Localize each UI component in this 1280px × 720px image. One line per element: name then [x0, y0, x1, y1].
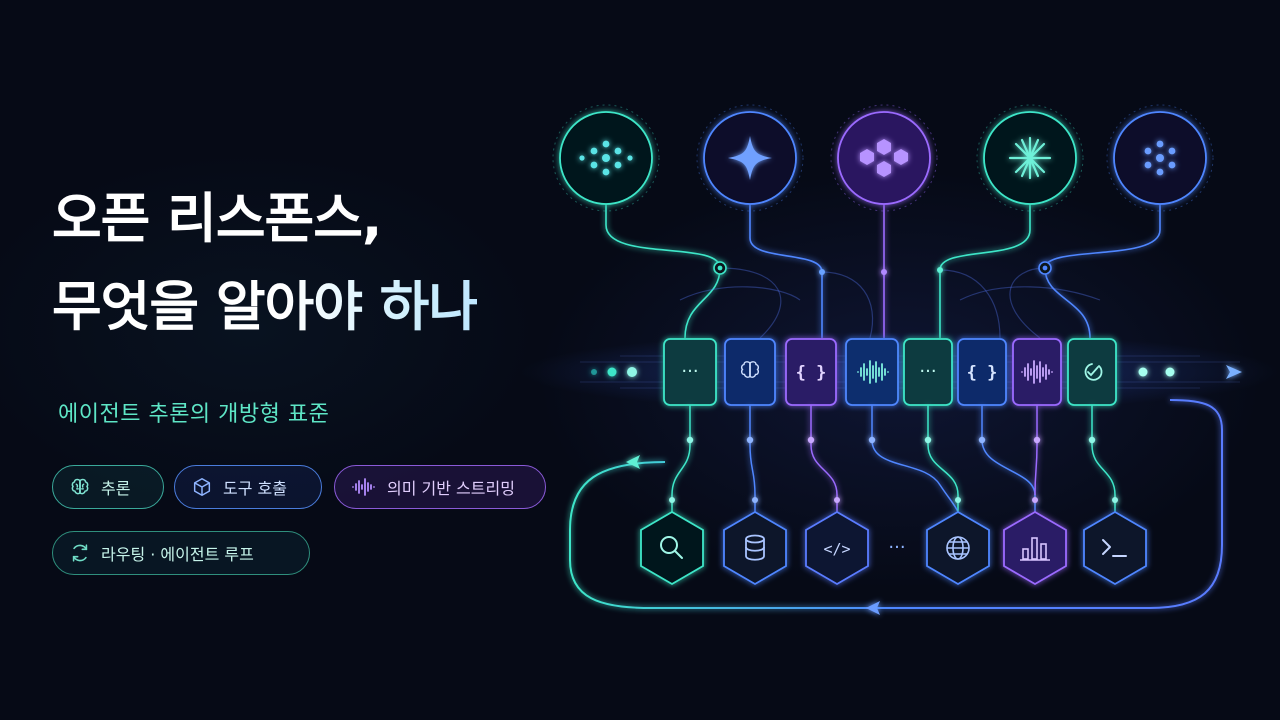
database-icon — [745, 534, 765, 561]
bar-chart-icon — [1020, 537, 1050, 561]
sparkle-star-icon — [728, 136, 772, 180]
provider-node-5 — [1106, 104, 1214, 212]
tag-reasoning: 추론 — [52, 465, 164, 509]
pipeline-block-7 — [1012, 338, 1062, 406]
provider-node-2 — [696, 104, 804, 212]
tool-search — [640, 510, 704, 586]
subtitle: 에이전트 추론의 개방형 표준 — [58, 402, 330, 427]
pipeline-block-5: ··· — [903, 338, 953, 406]
terminal-icon — [1102, 539, 1127, 557]
tag-reasoning-label: 추론 — [101, 479, 131, 498]
pipeline-block-3: { } — [785, 338, 837, 406]
brain-icon — [740, 361, 760, 378]
braces-icon: { } — [967, 363, 998, 383]
check-circle-icon — [1084, 363, 1103, 381]
tag-tool-calling: 도구 호출 — [174, 465, 322, 509]
waveform-icon — [352, 478, 375, 496]
page-title-line-2: 무엇을 알아야 하나 — [52, 275, 478, 338]
provider-node-3 — [830, 104, 938, 212]
tool-analytics — [1003, 510, 1067, 586]
tag-routing-agent-loop-label: 라우팅 · 에이전트 루프 — [101, 545, 254, 564]
tool-code: </> — [805, 510, 869, 586]
pipeline-block-2 — [724, 338, 776, 406]
code-icon: </> — [823, 540, 850, 558]
waveform-icon — [1021, 360, 1053, 384]
refresh-icon — [72, 544, 88, 562]
tag-routing-agent-loop: 라우팅 · 에이전트 루프 — [52, 531, 310, 575]
cube-icon — [193, 478, 211, 496]
braces-icon: { } — [796, 363, 827, 383]
pipeline-block-4 — [845, 338, 899, 406]
provider-node-4 — [976, 104, 1084, 212]
page-title-line-1: 오픈 리스폰스, — [52, 187, 382, 250]
tool-database — [723, 510, 787, 586]
hexagon-ring-icon — [860, 139, 908, 177]
asterisk-burst-icon — [1008, 136, 1052, 180]
pipeline-block-1: ··· — [663, 338, 717, 406]
tool-terminal — [1083, 510, 1147, 586]
ellipsis-icon: ··· — [919, 361, 936, 382]
tag-semantic-streaming: 의미 기반 스트리밍 — [334, 465, 546, 509]
tool-web — [926, 510, 990, 586]
tag-tool-calling-label: 도구 호출 — [223, 479, 287, 498]
provider-node-1 — [552, 104, 660, 212]
search-icon — [660, 536, 683, 559]
ellipsis-icon: ··· — [681, 361, 698, 382]
ellipsis-separator: ··· — [888, 537, 905, 558]
globe-icon — [946, 536, 970, 560]
brain-icon — [71, 478, 89, 495]
waveform-icon — [857, 360, 889, 384]
pipeline-block-6: { } — [957, 338, 1007, 406]
dots-cluster-icon — [1144, 140, 1176, 176]
dots-cluster-icon — [579, 140, 633, 176]
tag-semantic-streaming-label: 의미 기반 스트리밍 — [387, 479, 515, 498]
pipeline-block-8 — [1067, 338, 1117, 406]
